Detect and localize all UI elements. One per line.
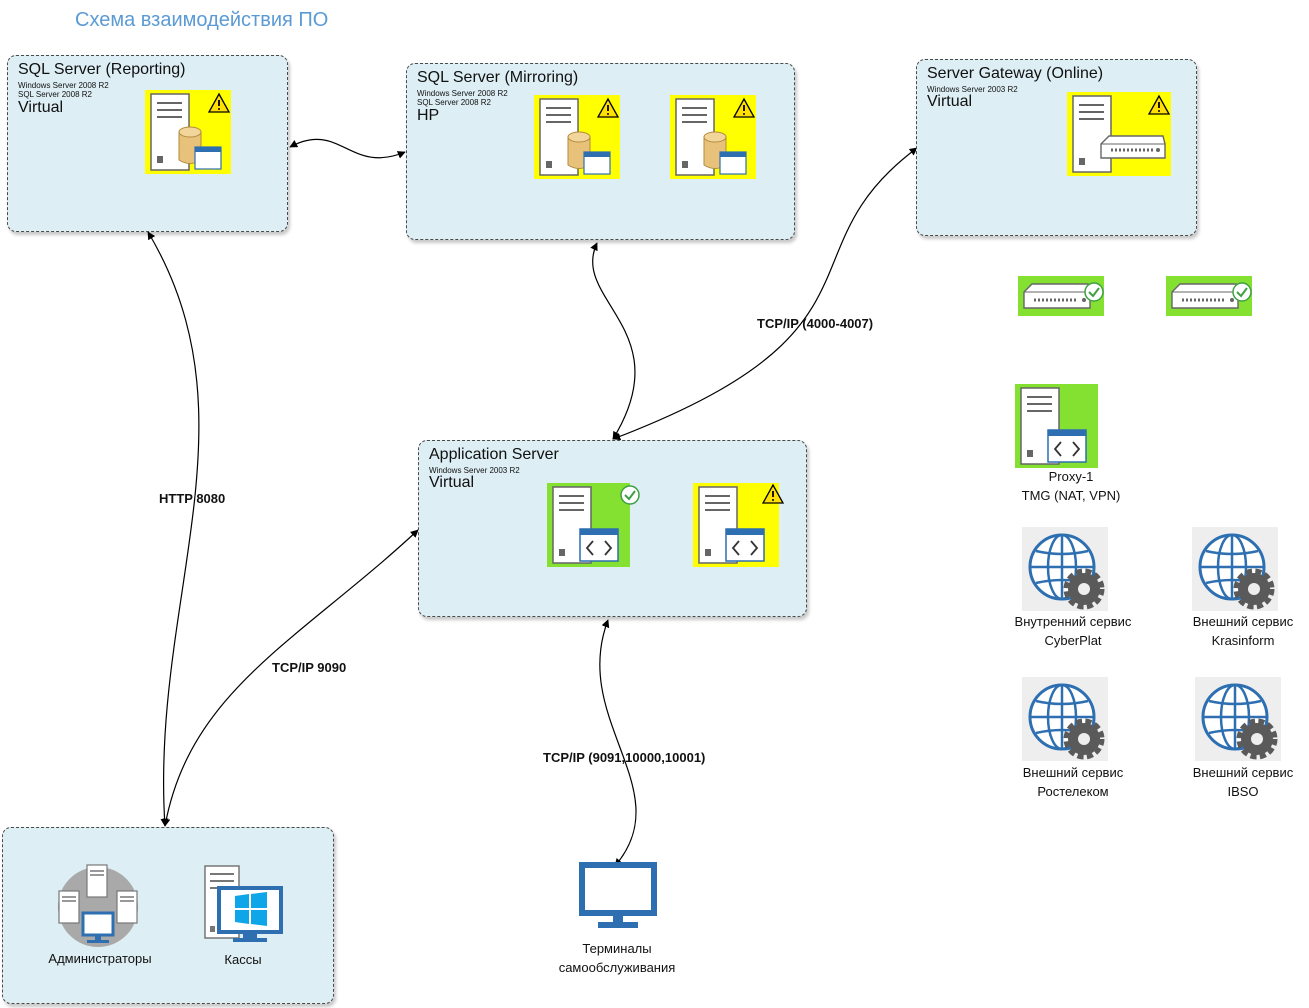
box-title: Application Server — [429, 446, 559, 463]
connection-label-http: HTTP 8080 — [159, 491, 226, 506]
connector-app-terminals[interactable] — [599, 619, 637, 867]
box-title: SQL Server (Reporting) — [18, 61, 186, 78]
os-version: Windows Server 2003 R2 — [429, 466, 520, 475]
service-name: Ростелеком — [1037, 784, 1109, 799]
connector-mirroring-app[interactable] — [590, 242, 636, 440]
connection-label-tcp-app: TCP/IP 9090 — [272, 660, 347, 675]
service-type: Внешний сервис — [1192, 765, 1294, 780]
connector-app-clients[interactable] — [162, 529, 419, 827]
sql-reporting-box[interactable]: SQL Server (Reporting) Windows Server 20… — [7, 55, 288, 232]
service-label-krasinform: Внешний сервис Krasinform — [1163, 612, 1309, 650]
clients-box[interactable]: Администраторы Кассы — [2, 827, 334, 1004]
globe-gear-icon — [1022, 677, 1108, 761]
os-version: Windows Server 2003 R2 — [927, 85, 1018, 94]
service-name: CyberPlat — [1044, 633, 1102, 648]
service-label-ibso: Внешний сервис IBSO — [1163, 763, 1309, 801]
proxy-role: TMG (NAT, VPN) — [1021, 488, 1121, 503]
globe-gear-icon — [1022, 527, 1108, 611]
service-label-cyberplat: Внутренний сервис CyberPlat — [993, 612, 1153, 650]
admin-network-icon — [58, 864, 138, 947]
box-title: SQL Server (Mirroring) — [417, 69, 579, 86]
terminals-line-1: Терминалы — [582, 941, 652, 956]
os-version: Windows Server 2008 R2 — [18, 81, 109, 90]
db-version: SQL Server 2008 R2 — [18, 90, 92, 99]
database-server-mirror-warning-icon — [670, 95, 756, 179]
connector-reporting-mirroring[interactable] — [289, 138, 406, 159]
terminals-label: Терминалы самообслуживания — [537, 939, 697, 977]
network-appliance-ok-icon — [1018, 276, 1104, 316]
admins-label: Администраторы — [48, 951, 152, 966]
host-kind: Virtual — [18, 99, 64, 116]
connection-label-tcp-terminals: TCP/IP (9091,10000,10001) — [543, 750, 706, 765]
service-name: IBSO — [1227, 784, 1259, 799]
application-server-box[interactable]: Application Server Windows Server 2003 R… — [418, 440, 807, 617]
host-kind: HP — [417, 107, 440, 124]
proxy-server-icon — [1015, 384, 1098, 468]
globe-gear-icon — [1192, 527, 1278, 611]
host-kind: Virtual — [927, 93, 973, 110]
database-server-warning-icon — [145, 90, 231, 174]
service-type: Внешний сервис — [1022, 765, 1124, 780]
service-type: Внутренний сервис — [1014, 614, 1132, 629]
proxy-label: Proxy-1 TMG (NAT, VPN) — [1006, 467, 1136, 505]
sql-mirroring-box[interactable]: SQL Server (Mirroring) Windows Server 20… — [406, 63, 795, 240]
proxy-name: Proxy-1 — [1048, 469, 1094, 484]
db-version: SQL Server 2008 R2 — [417, 98, 491, 107]
server-gateway-box[interactable]: Server Gateway (Online) Windows Server 2… — [916, 59, 1197, 236]
cash-register-windows-icon — [204, 865, 283, 942]
host-kind: Virtual — [429, 474, 475, 491]
app-server-warning-icon — [693, 483, 785, 567]
os-version: Windows Server 2008 R2 — [417, 89, 508, 98]
diagram-title: Схема взаимодействия ПО — [75, 9, 329, 31]
connection-label-tcp-gateway: TCP/IP (4000-4007) — [757, 316, 874, 331]
service-label-rostelecom: Внешний сервис Ростелеком — [993, 763, 1153, 801]
cashiers-label: Кассы — [224, 952, 262, 967]
connector-reporting-clients[interactable] — [147, 231, 200, 827]
globe-gear-icon — [1195, 677, 1281, 761]
terminals-line-2: самообслуживания — [558, 960, 676, 975]
app-server-ok-icon — [547, 483, 640, 567]
gateway-server-warning-icon — [1067, 92, 1171, 176]
box-title: Server Gateway (Online) — [927, 65, 1104, 82]
database-server-primary-warning-icon — [534, 95, 620, 179]
network-appliance-ok-icon — [1166, 276, 1252, 316]
service-type: Внешний сервис — [1192, 614, 1294, 629]
connector-gateway-app[interactable] — [612, 147, 918, 441]
monitor-icon — [579, 862, 657, 928]
service-name: Krasinform — [1211, 633, 1275, 648]
